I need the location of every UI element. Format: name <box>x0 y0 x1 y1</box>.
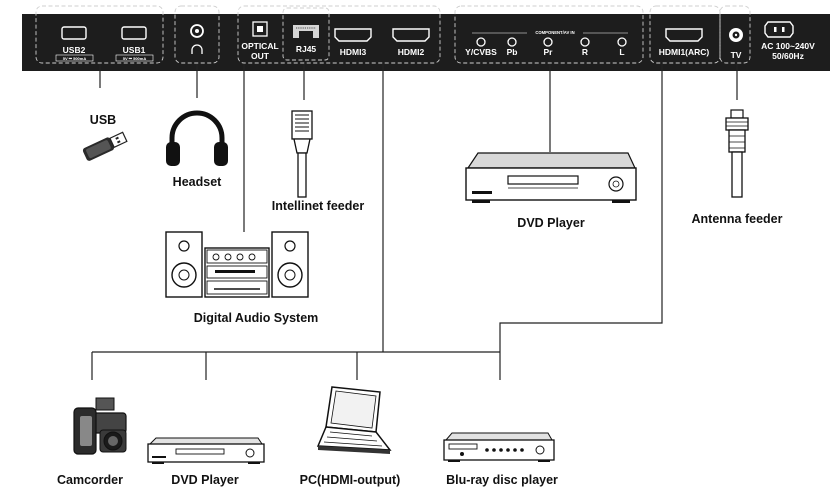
optical-out-port[interactable]: OPTICAL OUT <box>241 21 279 61</box>
ac-power-inlet: AC 100~240V 50/60Hz <box>761 21 815 61</box>
optical-rj45-hdmi-group-outline <box>237 5 441 64</box>
digital-audio-system-device: Digital Audio System <box>165 231 319 325</box>
usb-stick-icon <box>82 131 128 161</box>
camcorder-label: Camcorder <box>57 473 123 487</box>
hdmi2-label: HDMI2 <box>398 47 425 57</box>
hdmi1-wire <box>499 64 663 352</box>
ycvbs-label: Y/CVBS <box>465 47 497 57</box>
rca-jack-icon <box>476 37 486 47</box>
pc-label: PC(HDMI-output) <box>300 473 401 487</box>
dvd-player-top-device: DVD Player <box>465 152 637 230</box>
tv-label: TV <box>731 50 742 60</box>
tv-group-outline <box>719 5 751 64</box>
dvd-player-bottom-label: DVD Player <box>171 473 239 487</box>
hdmi-port-icon <box>665 28 703 42</box>
headphone-symbol-icon <box>191 44 203 54</box>
pc-device: PC(HDMI-output) <box>300 386 401 487</box>
camcorder-icon <box>73 397 127 455</box>
r-jack[interactable]: R <box>580 37 590 57</box>
hdmi-port-icon <box>334 28 372 42</box>
camcorder-device: Camcorder <box>57 397 127 487</box>
antenna-feeder-label: Antenna feeder <box>692 212 783 226</box>
dvd-player-top-label: DVD Player <box>517 216 585 230</box>
usb-device-label: USB <box>90 113 116 127</box>
l-label: L <box>619 47 624 57</box>
ycvbs-jack[interactable]: Y/CVBS <box>465 37 497 57</box>
usb1-port[interactable]: USB1 5V ⎓ 500mA <box>115 26 154 62</box>
usb-port-icon <box>121 26 147 40</box>
usb-device: USB <box>82 113 128 161</box>
hdmi1-arc-port[interactable]: HDMI1(ARC) <box>659 28 710 57</box>
digital-audio-system-label: Digital Audio System <box>194 311 319 325</box>
hifi-system-icon <box>165 231 309 298</box>
optical-label-line1: OPTICAL <box>241 41 278 51</box>
headset-label: Headset <box>173 175 222 189</box>
headphone-group-outline <box>174 5 220 64</box>
rj45-port[interactable]: RJ45 <box>293 25 319 54</box>
rj45-label: RJ45 <box>296 44 317 54</box>
coax-port-icon <box>729 28 743 42</box>
hdmi1-arc-label: HDMI1(ARC) <box>659 47 710 57</box>
antenna-plug-icon <box>725 109 749 198</box>
component-header: COMPONENT/AV IN <box>535 30 574 35</box>
usb2-rating: 5V ⎓ 500mA <box>63 56 87 61</box>
hdmi3-label: HDMI3 <box>340 47 367 57</box>
bluray-device: Blu-ray disc player <box>443 432 558 487</box>
tv-antenna-port[interactable]: TV <box>729 28 743 60</box>
bluray-label: Blu-ray disc player <box>446 473 558 487</box>
rj45-group-outline <box>282 7 330 61</box>
power-inlet-icon <box>764 21 794 38</box>
l-jack[interactable]: L <box>617 37 627 57</box>
intellinet-feeder-label: Intellinet feeder <box>272 199 365 213</box>
intellinet-device: Intellinet feeder <box>272 110 365 213</box>
usb-port-icon <box>61 26 87 40</box>
pb-jack[interactable]: Pb <box>507 37 518 57</box>
hdmi-port-icon <box>392 28 430 42</box>
usb2-label: USB2 <box>63 45 86 55</box>
pr-label: Pr <box>544 47 554 57</box>
hdmi1-group-outline <box>649 5 721 64</box>
headset-device: Headset <box>166 110 228 189</box>
headphone-jack-icon <box>190 24 204 38</box>
pb-label: Pb <box>507 47 518 57</box>
optical-port-icon <box>252 21 268 37</box>
dvd-player-bottom-device: DVD Player <box>147 437 265 487</box>
ac-label-line1: AC 100~240V <box>761 41 815 51</box>
hdmi3-port[interactable]: HDMI3 <box>334 28 372 57</box>
optical-label-line2: OUT <box>251 51 270 61</box>
ethernet-plug-icon <box>291 110 313 198</box>
antenna-device: Antenna feeder <box>692 109 783 226</box>
dvd-player-icon <box>465 152 637 203</box>
laptop-icon <box>316 386 392 454</box>
hdmi2-port[interactable]: HDMI2 <box>392 28 430 57</box>
dvd-player-icon <box>147 437 265 464</box>
headphones-icon <box>166 110 228 166</box>
rca-jack-icon <box>507 37 517 47</box>
component-group-outline <box>454 5 644 64</box>
usb2-port[interactable]: USB2 5V ⎓ 500mA <box>55 26 94 62</box>
tv-back-panel: USB2 5V ⎓ 500mA USB1 5V ⎓ 500mA OPTICAL … <box>22 5 830 71</box>
rca-jack-icon <box>617 37 627 47</box>
usb1-rating: 5V ⎓ 500mA <box>123 56 147 61</box>
usb-group-outline <box>35 5 164 64</box>
connection-wires <box>91 64 738 380</box>
pr-jack[interactable]: Pr <box>543 37 554 57</box>
usb1-label: USB1 <box>123 45 146 55</box>
rca-jack-icon <box>543 37 553 47</box>
headphone-jack[interactable] <box>190 24 204 54</box>
ac-label-line2: 50/60Hz <box>772 51 804 61</box>
r-label: R <box>582 47 588 57</box>
rca-jack-icon <box>580 37 590 47</box>
component-av-in: COMPONENT/AV IN Y/CVBS Pb Pr R L <box>465 30 628 57</box>
ethernet-port-icon <box>293 25 319 38</box>
bluray-player-icon <box>443 432 555 462</box>
